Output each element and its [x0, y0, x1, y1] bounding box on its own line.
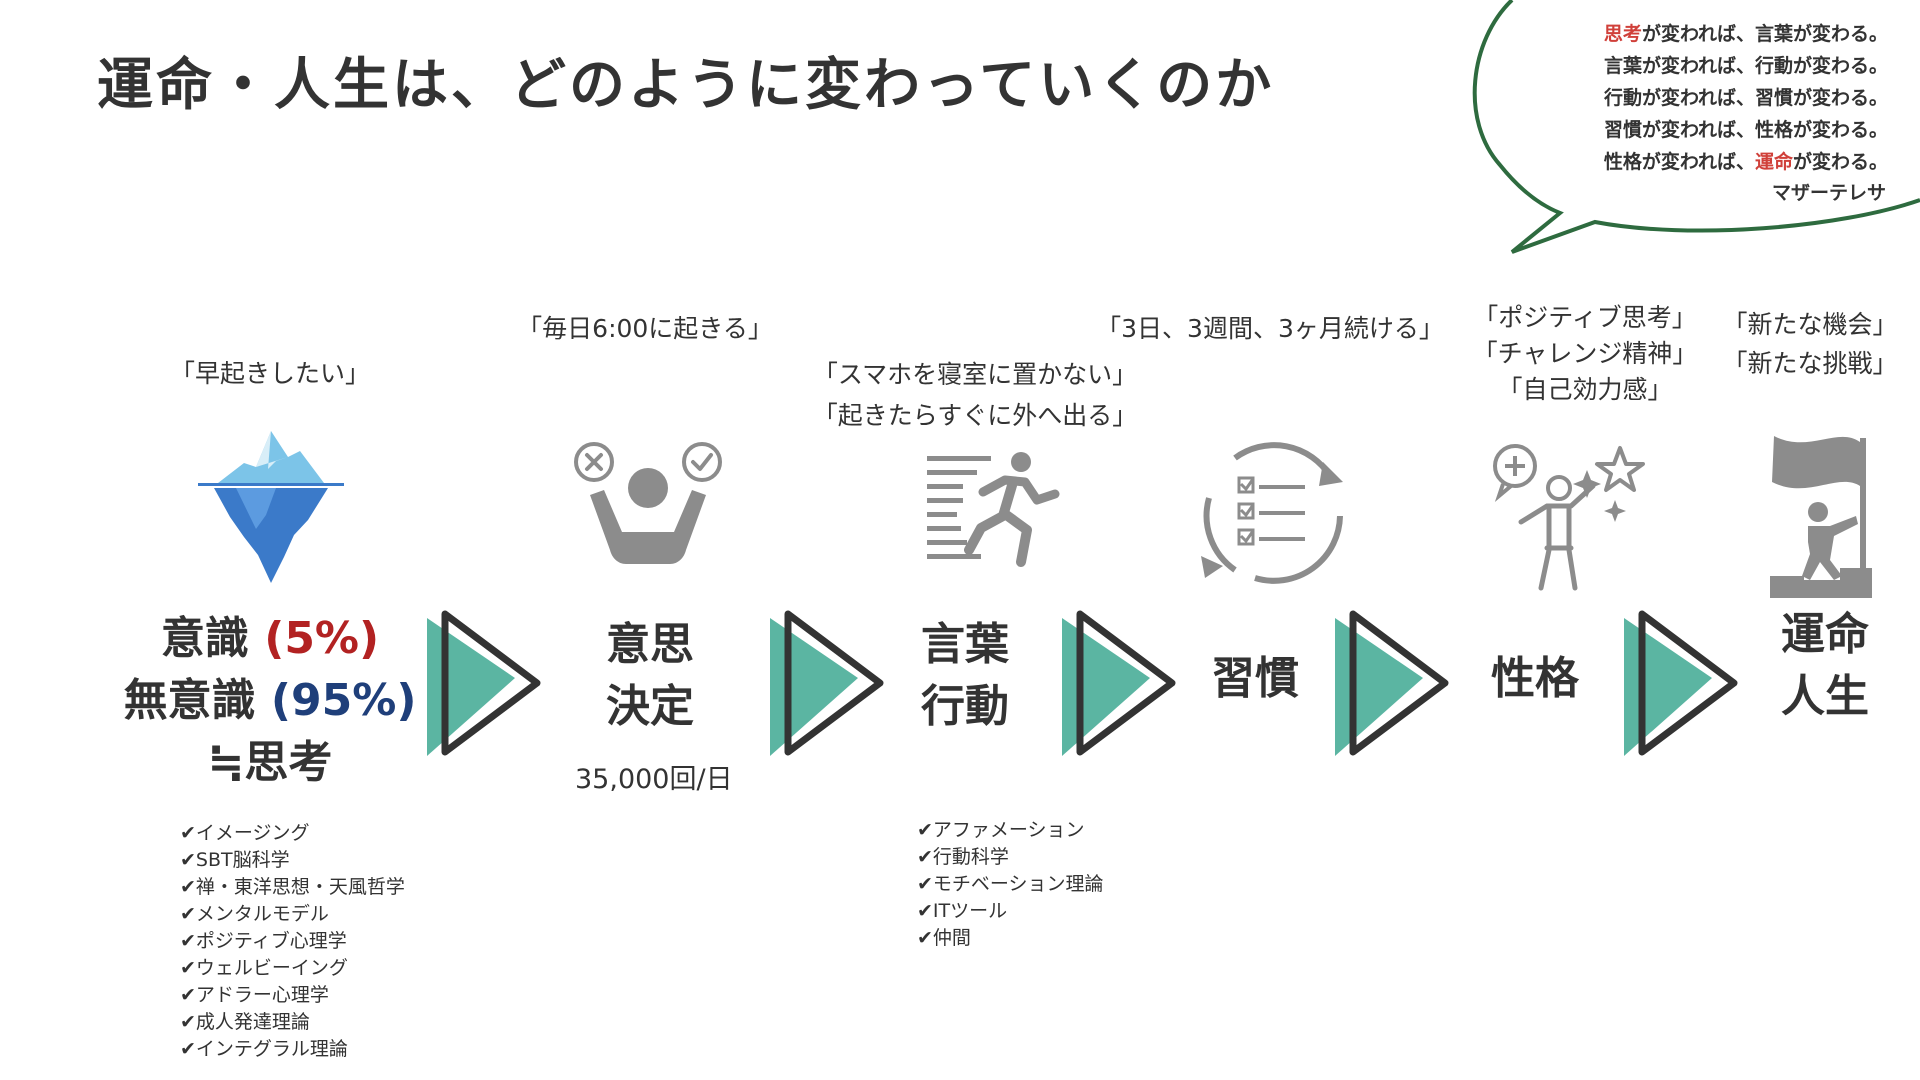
decision-stage-label: 意思 決定	[560, 614, 740, 738]
words-method-list: ✔アファメーション ✔行動科学 ✔モチベーション理論 ✔ITツール ✔仲間	[917, 817, 1104, 952]
words-line-1: 言葉	[921, 619, 1009, 670]
decision-person-icon	[574, 442, 722, 564]
decision-line-1: 意思	[606, 619, 694, 670]
words-caption-2: 「起きたらすぐに外へ出る」	[812, 401, 1138, 430]
destiny-stage-label: 運命 人生	[1735, 604, 1915, 728]
list-item: ✔成人発達理論	[180, 1011, 310, 1033]
flow-arrow-2	[770, 610, 884, 756]
flow-arrow-3	[1062, 610, 1176, 756]
character-caption-3: 「自己効力感」	[1497, 375, 1673, 404]
speech-bubble	[1472, 0, 1920, 254]
quote-line-2: 言葉が変われば、行動が変わる。	[1603, 55, 1888, 77]
quote-line-5: 性格が変われば、運命が変わる。	[1603, 151, 1888, 173]
character-caption-1: 「ポジティブ思考」	[1473, 303, 1697, 332]
flag-climber-icon	[1770, 436, 1872, 598]
words-caption-1: 「スマホを寝室に置かない」	[812, 360, 1138, 389]
thought-caption: 「早起きしたい」	[169, 359, 370, 388]
flow-arrow-4	[1335, 610, 1449, 756]
list-item: ✔SBT脳科学	[180, 849, 290, 871]
list-item: ✔アドラー心理学	[180, 984, 329, 1006]
page-title: 運命・人生は、どのように変わっていくのか	[97, 53, 1275, 118]
list-item: ✔仲間	[917, 927, 971, 949]
list-item: ✔ITツール	[917, 900, 1008, 922]
words-stage-label: 言葉 行動	[875, 614, 1055, 738]
checklist-cycle-icon	[1201, 442, 1343, 584]
list-item: ✔モチベーション理論	[917, 873, 1104, 895]
quote-line-4: 習慣が変われば、性格が変わる。	[1603, 119, 1888, 141]
quote-block: 思考が変われば、言葉が変わる。 言葉が変われば、行動が変わる。 行動が変われば、…	[1548, 18, 1888, 178]
character-stage-label: 性格	[1491, 653, 1579, 704]
habit-caption: 「3日、3週間、3ヶ月続ける」	[1096, 314, 1444, 343]
list-item: ✔禅・東洋思想・天風哲学	[180, 876, 405, 898]
destiny-caption-2: 「新たな挑戦」	[1722, 349, 1898, 378]
flow-arrow-1	[427, 610, 541, 756]
quote-line-1: 思考が変われば、言葉が変わる。	[1603, 23, 1888, 45]
list-item: ✔インテグラル理論	[180, 1038, 348, 1060]
decision-caption: 「毎日6:00に起きる」	[517, 314, 773, 343]
iceberg-icon	[198, 431, 344, 583]
words-line-2: 行動	[921, 681, 1009, 732]
list-item: ✔ウェルビーイング	[180, 957, 348, 979]
thought-line-unconscious: 無意識 (95%)	[123, 675, 417, 726]
habit-stage-label: 習慣	[1211, 653, 1299, 704]
list-item: ✔ポジティブ心理学	[180, 930, 347, 952]
decision-frequency: 35,000回/日	[575, 764, 733, 795]
list-item: ✔行動科学	[917, 846, 1009, 868]
quote-line-3: 行動が変われば、習慣が変わる。	[1603, 87, 1888, 109]
person-stars-icon	[1493, 444, 1645, 591]
thought-stage-label: 意識 (5%) 無意識 (95%) ≒思考	[95, 608, 445, 794]
list-item: ✔メンタルモデル	[180, 903, 329, 925]
thought-line-thinking: ≒思考	[207, 737, 333, 788]
flow-arrow-5	[1624, 610, 1738, 756]
list-item: ✔イメージング	[180, 822, 310, 844]
list-item: ✔アファメーション	[917, 819, 1085, 841]
quote-author: マザーテレサ	[1771, 182, 1886, 204]
character-caption-2: 「チャレンジ精神」	[1472, 339, 1698, 368]
thought-method-list: ✔イメージング ✔SBT脳科学 ✔禅・東洋思想・天風哲学 ✔メンタルモデル ✔ポ…	[180, 820, 405, 1063]
destiny-caption-1: 「新たな機会」	[1722, 310, 1898, 339]
thought-line-conscious: 意識 (5%)	[160, 613, 380, 664]
destiny-line-2: 人生	[1781, 671, 1869, 722]
running-person-icon	[927, 452, 1060, 567]
destiny-line-1: 運命	[1781, 609, 1869, 660]
decision-line-2: 決定	[606, 681, 694, 732]
